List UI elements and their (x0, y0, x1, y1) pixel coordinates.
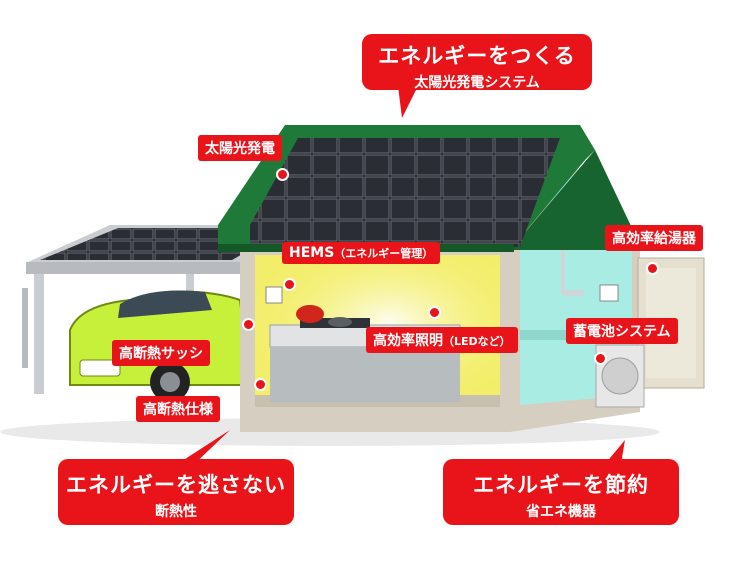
marker-hems (283, 278, 296, 291)
callout-save-energy: エネルギーを節約 省エネ機器 (443, 459, 679, 525)
label-lighting: 高効率照明（LEDなど） (366, 327, 518, 353)
callout-save-energy-subtitle: 省エネ機器 (526, 504, 596, 520)
callout-keep-energy-subtitle: 断熱性 (155, 504, 197, 520)
marker-solar-power (276, 168, 289, 181)
label-insulation-spec: 高断熱仕様 (136, 396, 220, 422)
carport-post (34, 274, 44, 394)
marker-water-heater (646, 262, 659, 275)
marker-insulated-sash (242, 318, 255, 331)
callout-save-energy-title: エネルギーを節約 (473, 473, 649, 497)
marker-lighting (428, 306, 441, 319)
label-hems-text: HEMS (289, 245, 335, 261)
callout-keep-energy-title: エネルギーを逃さない (66, 473, 286, 497)
callout-create-energy-subtitle: 太陽光発電システム (414, 75, 540, 91)
callout-keep-energy: エネルギーを逃さない 断熱性 (58, 459, 294, 525)
label-hems: HEMS（エネルギー管理） (282, 242, 441, 264)
label-lighting-note: （LEDなど） (443, 335, 511, 348)
callout-create-energy-title: エネルギーをつくる (378, 44, 576, 68)
top-callout-tail (398, 86, 418, 118)
roof-solar-panel (250, 138, 560, 247)
battery-unit (595, 344, 645, 408)
label-water-heater: 高効率給湯器 (605, 225, 703, 251)
label-insulated-sash: 高断熱サッシ (112, 340, 210, 366)
marker-insulation-spec (254, 378, 267, 391)
callout-create-energy: エネルギーをつくる 太陽光発電システム (362, 34, 592, 91)
label-battery-system: 蓄電池システム (566, 318, 678, 344)
label-hems-note: （エネルギー管理） (334, 247, 434, 260)
label-lighting-text: 高効率照明 (373, 333, 443, 349)
label-solar-power: 太陽光発電 (198, 135, 282, 161)
carport-beam (26, 262, 242, 274)
marker-battery-system (594, 352, 607, 365)
carport-gutter (22, 288, 28, 368)
